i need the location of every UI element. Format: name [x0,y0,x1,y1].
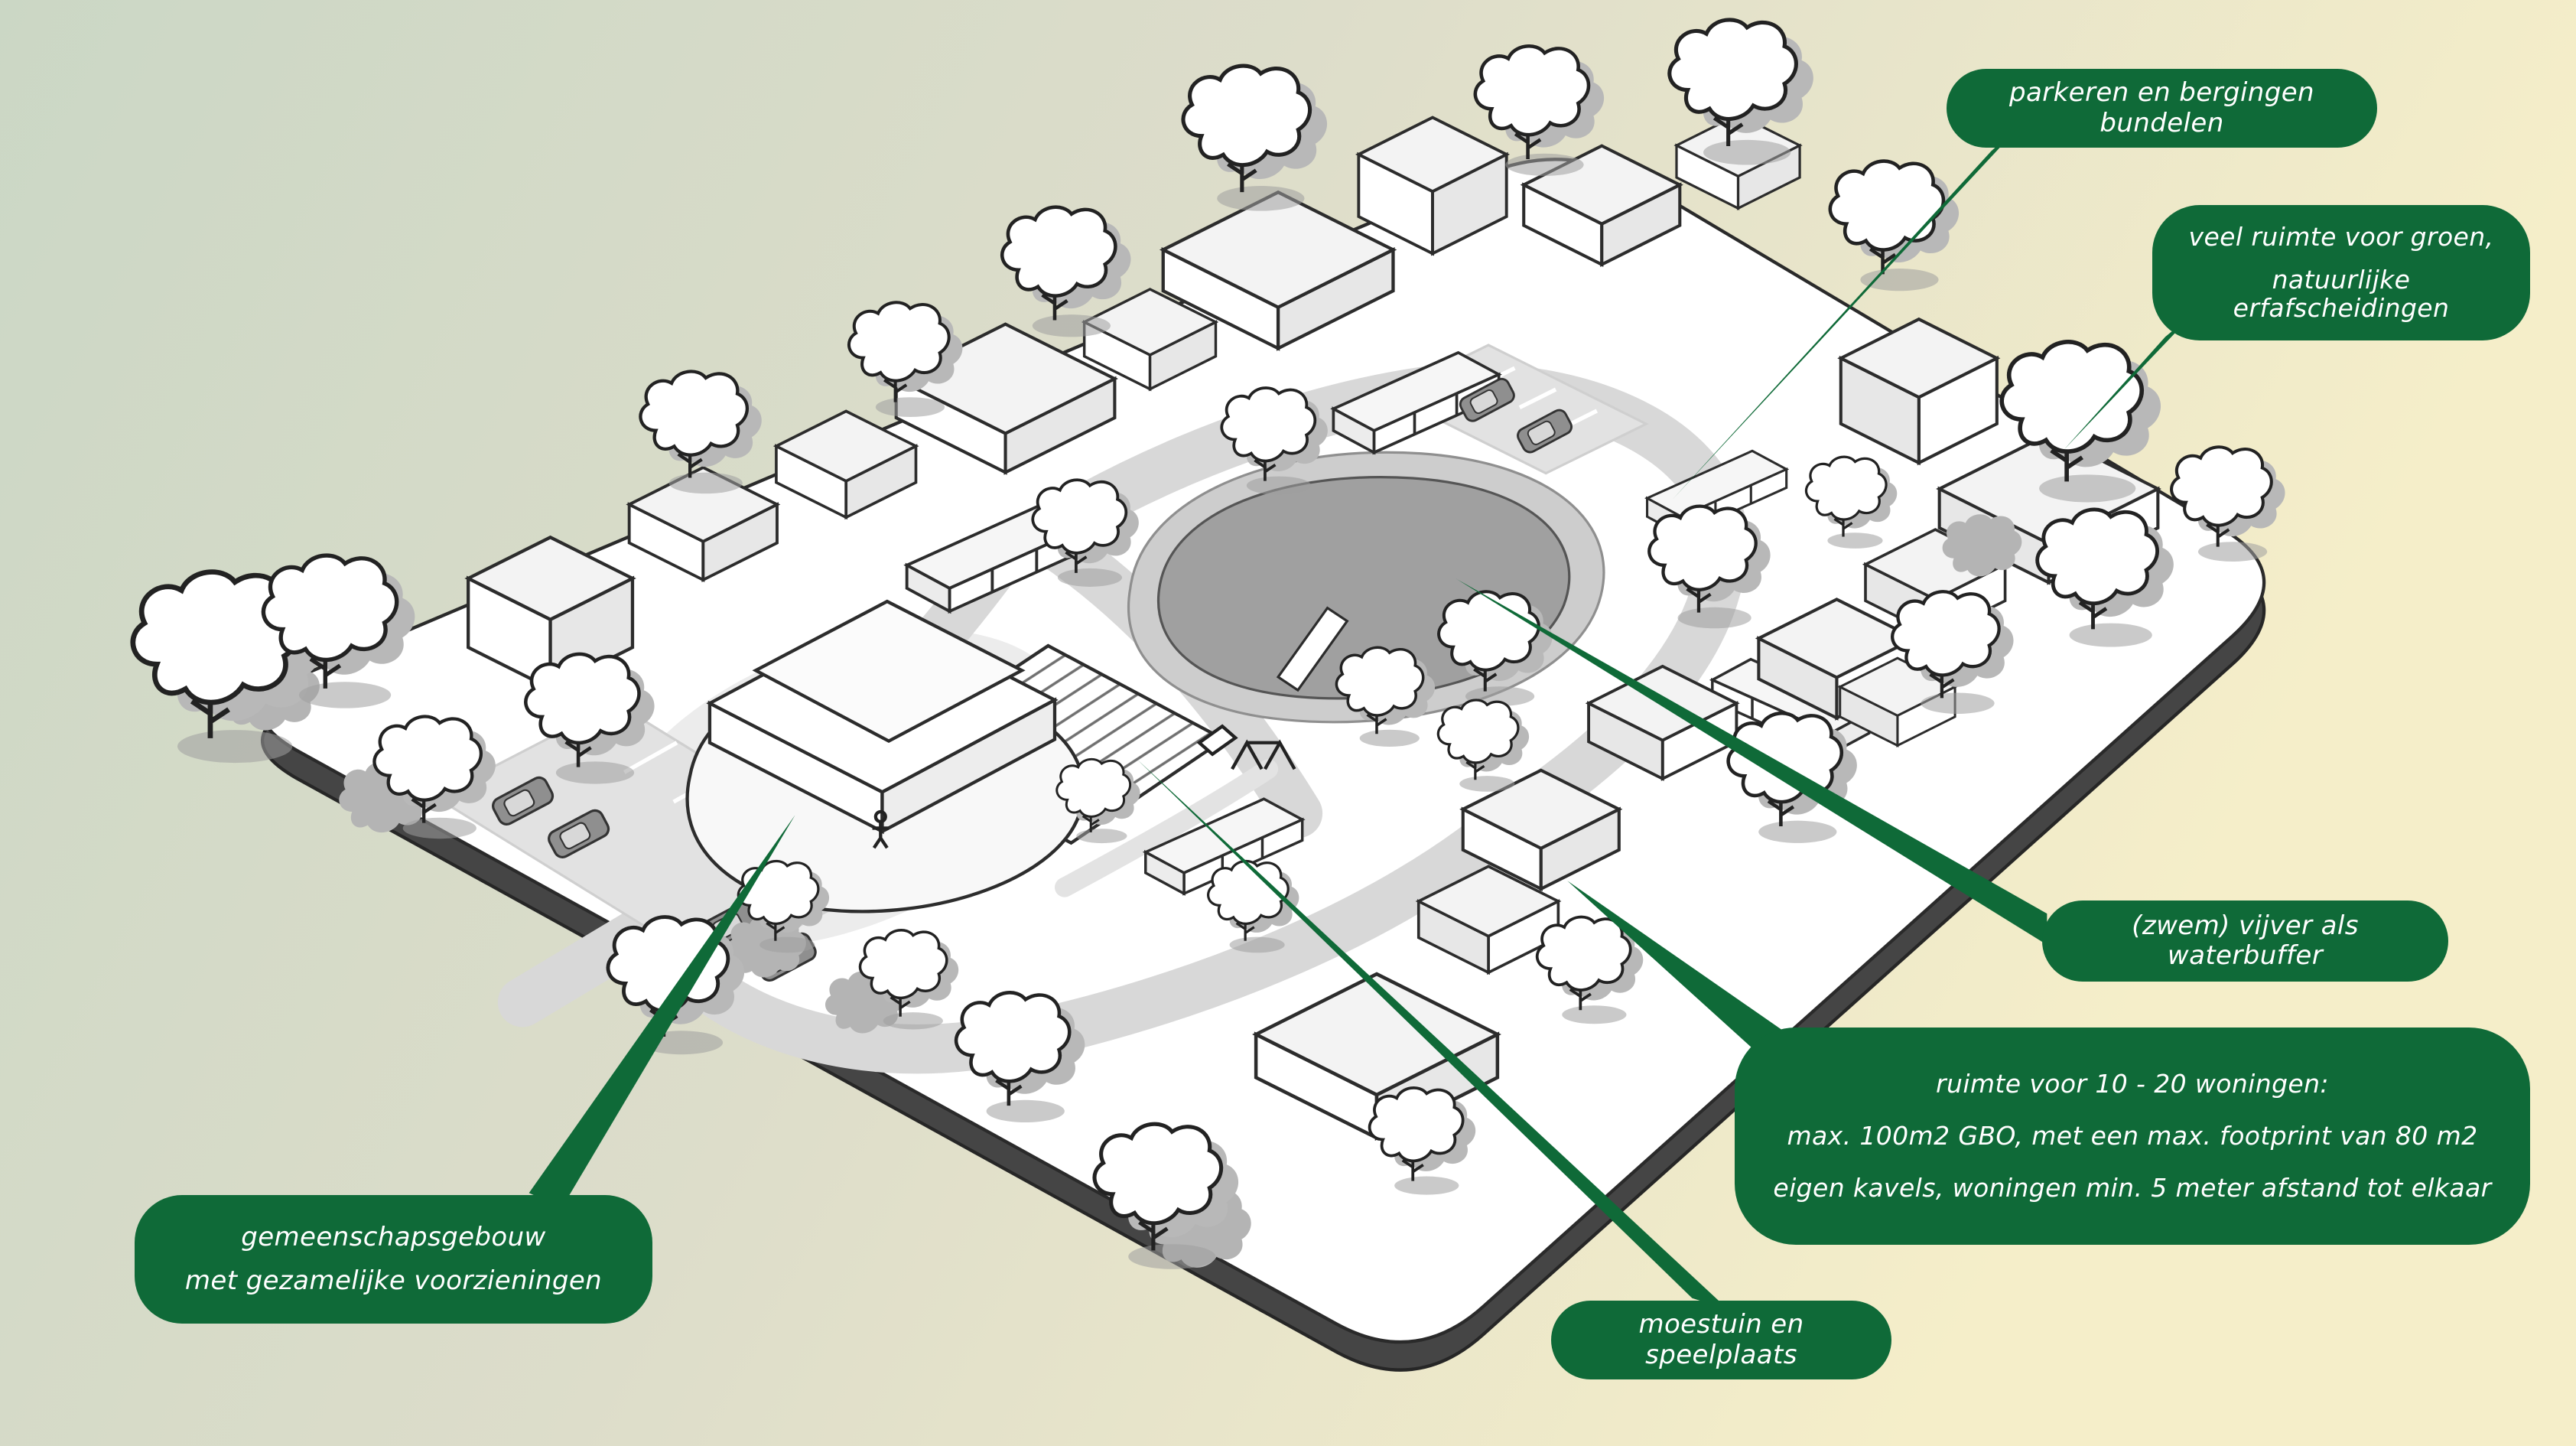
callout-line: ruimte voor 10 - 20 woningen: [1936,1069,2329,1099]
callout-line: max. 100m2 GBO, met een max. footprint v… [1787,1121,2478,1151]
footbridge [1276,606,1349,692]
callout-line: gemeenschapsgebouw [241,1221,546,1252]
callout-parkeren-bergingen: parkeren en bergingen bundelen [1947,69,2377,148]
callout-ruimte-voor-groen: veel ruimte voor groen, natuurlijke erfa… [2152,205,2530,340]
callout-line: moestuin en speelplaats [1638,1309,1804,1370]
leader-community [529,815,795,1208]
callout-woningen: ruimte voor 10 - 20 woningen: max. 100m2… [1735,1028,2530,1245]
callout-line: parkeren en bergingen bundelen [2008,77,2315,138]
callout-line: eigen kavels, woningen min. 5 meter afst… [1773,1172,2492,1203]
callout-line: met gezamelijke voorzieningen [184,1265,603,1296]
leader-parking [1672,121,2025,500]
callout-gemeenschapsgebouw: gemeenschapsgebouw met gezamelijke voorz… [135,1195,652,1324]
leader-garden [1137,759,1729,1310]
callout-line: veel ruimte voor groen, [2188,221,2494,252]
callout-line: natuurlijke erfafscheidingen [2233,264,2450,324]
leader-housing [1567,881,1804,1069]
person-figure [872,809,890,849]
callout-moestuin-speelplaats: moestuin en speelplaats [1551,1301,1891,1379]
playground [1196,724,1296,770]
community-building [685,599,1085,914]
callout-line: (zwem) vijver als waterbuffer [2132,910,2359,971]
callout-zwemvijver: (zwem) vijver als waterbuffer [2042,900,2448,982]
